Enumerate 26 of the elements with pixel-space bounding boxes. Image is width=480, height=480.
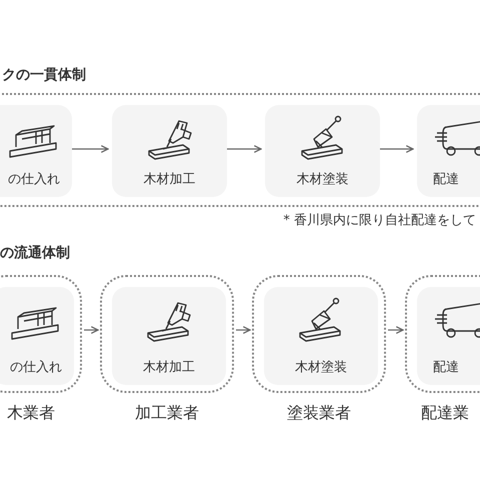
vendor-label: 木業者 xyxy=(6,402,56,424)
step-label: 配達 xyxy=(433,170,459,188)
process-card xyxy=(112,287,226,385)
arrow xyxy=(84,326,99,334)
footnote: * 香川県内に限り自社配達をして xyxy=(283,212,476,230)
step-label: の仕入れ xyxy=(10,358,62,376)
step-label: 木材加工 xyxy=(144,170,196,188)
arrow xyxy=(388,326,404,334)
step-label: の仕入れ xyxy=(8,170,60,188)
step-label: 木材塗装 xyxy=(295,358,347,376)
arrow xyxy=(236,326,251,334)
process-card xyxy=(112,105,227,197)
vendor-label: 塗装業者 xyxy=(286,402,352,424)
step-label: 木材塗装 xyxy=(296,170,348,188)
process-card xyxy=(264,287,378,385)
step-label: 配達 xyxy=(433,358,459,376)
section-heading: クの一貫体制 xyxy=(2,66,86,85)
step-label: 木材加工 xyxy=(143,358,195,376)
process-card xyxy=(0,287,74,385)
vendor-label: 配達業 xyxy=(421,402,469,424)
process-card xyxy=(265,105,380,197)
arrow xyxy=(227,145,262,153)
arrow xyxy=(380,145,414,153)
section-heading: の流通体制 xyxy=(0,244,70,263)
vendor-label: 加工業者 xyxy=(134,402,200,424)
arrow xyxy=(72,145,109,153)
